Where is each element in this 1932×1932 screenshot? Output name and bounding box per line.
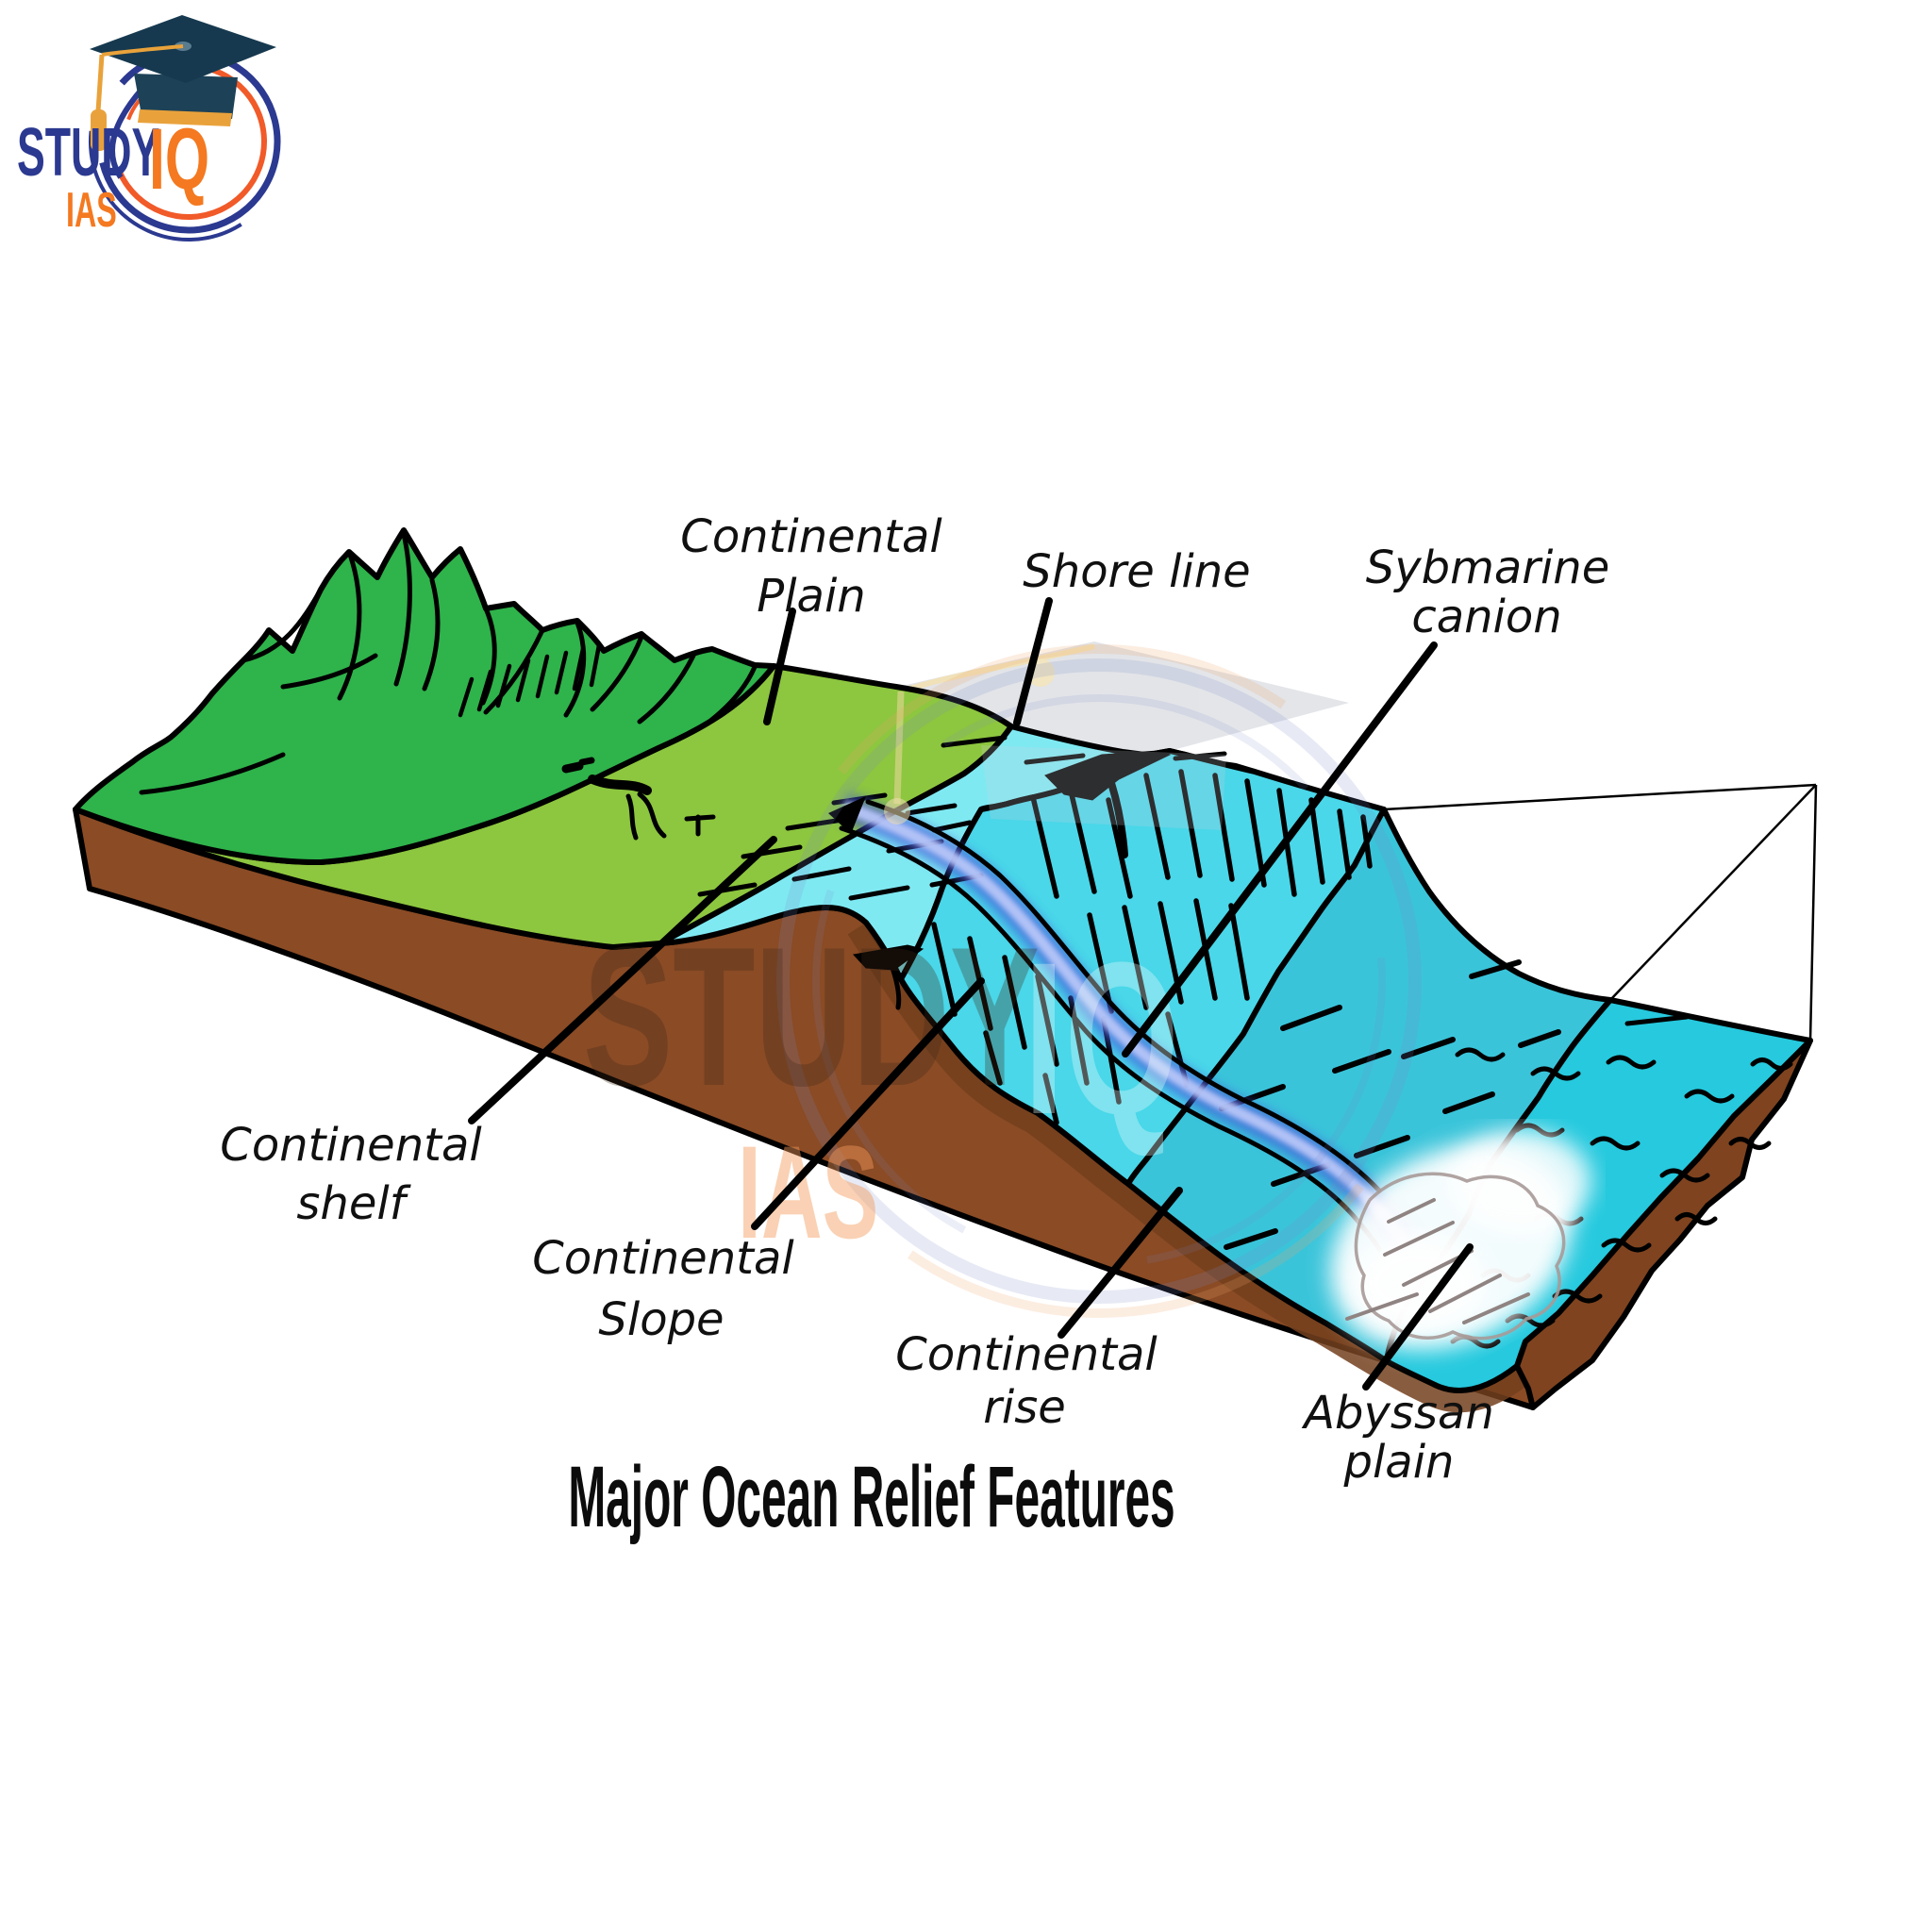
coastal-crevice-marks [853, 750, 1172, 1010]
leader-continental-shelf [468, 836, 777, 1124]
label-abyssal-plain-1: Abyssan [1301, 1387, 1494, 1440]
perspective-cut-lines [1383, 783, 1818, 1041]
shelf-dash-lines [697, 735, 1227, 901]
watermark-ias: IAS [738, 1119, 878, 1266]
label-continental-rise-2: rise [983, 1381, 1066, 1434]
label-continental-slope-2: Slope [598, 1293, 724, 1346]
watermark-study: STUDY [583, 907, 1040, 1128]
logo-iq-text: IQ [149, 109, 209, 208]
mountain-hatch-lines [458, 642, 602, 718]
canyon-head-notch [828, 796, 866, 834]
leader-abyssal-plain [1362, 1243, 1474, 1391]
watermark-cap-crown [981, 745, 1226, 830]
label-shore-line: Shore line [1023, 545, 1250, 598]
label-continental-slope-1: Continental [532, 1232, 794, 1285]
page-title: Major Ocean Relief Features [568, 1448, 1174, 1545]
label-continental-rise-1: Continental [895, 1328, 1158, 1381]
canyon-upper-wall [865, 799, 1382, 1193]
deep-sea-fan [1329, 1129, 1591, 1350]
leader-lines [468, 597, 1474, 1391]
leader-submarine-canyon [1122, 641, 1438, 1058]
rise-dash-lines [1219, 959, 1561, 1250]
logo-study-text: STUDY [17, 114, 159, 191]
leader-shore-line [1013, 597, 1053, 726]
label-abyssal-plain-2: plain [1343, 1436, 1455, 1489]
label-continental-plain-1: Continental [680, 510, 942, 563]
label-continental-shelf-2: shelf [296, 1177, 410, 1230]
mountain-detail-lines [139, 531, 758, 795]
watermark-iq: IQ [1024, 917, 1179, 1159]
label-continental-plain-2: Plain [757, 570, 865, 623]
river-lines [561, 757, 716, 841]
label-continental-shelf-1: Continental [220, 1119, 482, 1172]
studyiq-logo: STUDY IQ IAS [17, 15, 289, 242]
canyon-lower-wall [839, 825, 1382, 1252]
logo-ias-text: IAS [66, 183, 117, 238]
leader-continental-rise [1058, 1187, 1183, 1339]
leader-continental-slope [751, 977, 985, 1230]
label-submarine-canyon-1: Sybmarine [1366, 541, 1610, 594]
label-submarine-canyon-2: canion [1411, 591, 1561, 643]
graduation-cap-icon [90, 15, 276, 179]
leader-continental-plain [763, 608, 796, 725]
